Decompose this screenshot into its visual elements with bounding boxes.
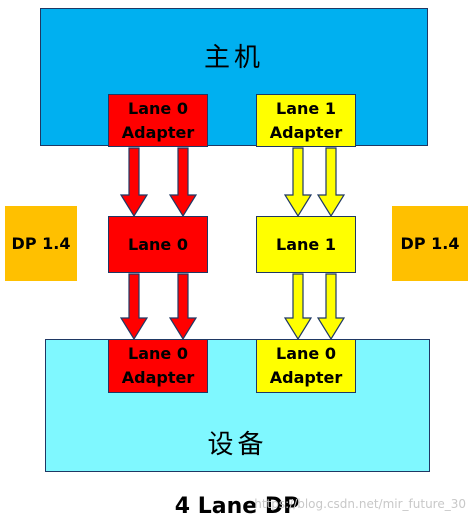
host-box: 主机 xyxy=(40,8,428,146)
host-lane0-adapter-line1: Lane 0 xyxy=(128,98,188,118)
red-arrow-down-2 xyxy=(168,147,198,218)
host-lane0-adapter-line2: Adapter xyxy=(121,122,195,142)
host-lane1-adapter: Lane 1 Adapter xyxy=(256,94,356,147)
red-arrow-down-1 xyxy=(119,147,149,218)
lane1-box: Lane 1 xyxy=(256,216,356,273)
lane0-label: Lane 0 xyxy=(128,234,188,254)
red-arrow-down-4 xyxy=(168,273,198,341)
lane0-box: Lane 0 xyxy=(108,216,208,273)
dp-version-left: DP 1.4 xyxy=(5,206,77,281)
dp-version-right: DP 1.4 xyxy=(392,206,468,281)
device-lane1-adapter: Lane 0 Adapter xyxy=(256,339,356,393)
lane1-label: Lane 1 xyxy=(276,234,336,254)
device-lane0-adapter-line2: Adapter xyxy=(121,368,195,387)
host-lane0-adapter: Lane 0 Adapter xyxy=(108,94,208,147)
yellow-arrow-down-4 xyxy=(316,273,346,341)
yellow-arrow-down-1 xyxy=(283,147,313,218)
diagram-caption: 4 Lane DP xyxy=(174,494,300,519)
host-lane1-adapter-line2: Adapter xyxy=(269,122,343,142)
host-lane1-adapter-line1: Lane 1 xyxy=(276,98,336,118)
device-lane0-adapter: Lane 0 Adapter xyxy=(108,339,208,393)
red-arrow-down-3 xyxy=(119,273,149,341)
dp-version-left-label: DP 1.4 xyxy=(11,233,71,253)
yellow-arrow-down-2 xyxy=(316,147,346,218)
device-lane1-adapter-line2: Adapter xyxy=(269,368,343,387)
device-label: 设备 xyxy=(207,430,268,460)
device-lane1-adapter-line1: Lane 0 xyxy=(276,344,336,363)
device-box: 设备 xyxy=(45,339,430,472)
dp-version-right-label: DP 1.4 xyxy=(400,233,460,253)
host-label: 主机 xyxy=(203,43,264,73)
device-lane0-adapter-line1: Lane 0 xyxy=(128,344,188,363)
watermark: https://blog.csdn.net/mir_future_30 xyxy=(254,497,466,511)
yellow-arrow-down-3 xyxy=(283,273,313,341)
